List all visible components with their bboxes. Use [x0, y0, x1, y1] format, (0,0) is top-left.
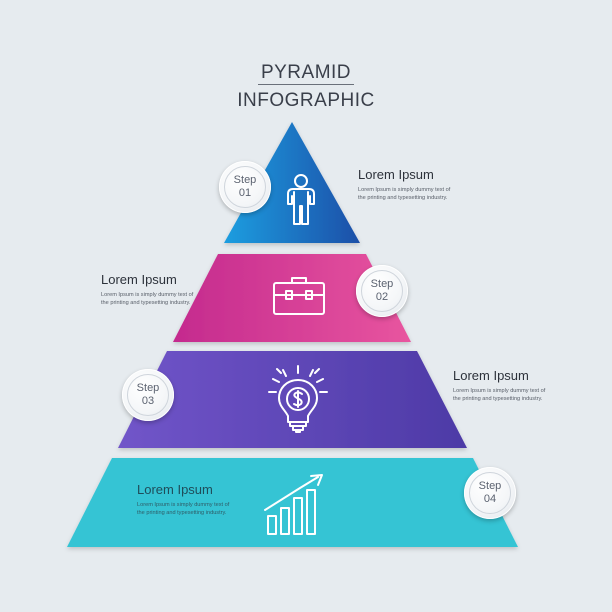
callout-4: Lorem Ipsum Lorem Ipsum is simply dummy … — [137, 482, 297, 517]
callout-3: Lorem Ipsum Lorem Ipsum is simply dummy … — [453, 368, 612, 403]
title-line-1: PYRAMID — [260, 62, 352, 83]
person-icon — [287, 174, 315, 225]
title-line-2: INFOGRAPHIC — [237, 90, 375, 111]
step-badge-2-word: Step — [370, 278, 394, 290]
step-badge-4-number: 04 — [483, 493, 497, 505]
step-badge-2: Step 02 — [356, 265, 408, 317]
step-badge-2-number: 02 — [375, 291, 389, 303]
bar-chart-growth-icon — [264, 474, 323, 535]
callout-4-heading: Lorem Ipsum — [137, 482, 213, 497]
title-divider — [258, 84, 354, 85]
step-badge-3: Step 03 — [122, 369, 174, 421]
step-badge-1: Step 01 — [219, 161, 271, 213]
step-badge-4: Step 04 — [464, 467, 516, 519]
step-badge-1-word: Step — [233, 174, 257, 186]
pyramid-tier-4 — [67, 458, 518, 547]
callout-1-heading: Lorem Ipsum — [358, 167, 434, 182]
callout-1: Lorem Ipsum Lorem Ipsum is simply dummy … — [358, 167, 518, 202]
briefcase-icon — [273, 277, 325, 315]
callout-2-body: Lorem Ipsum is simply dummy text of the … — [101, 292, 194, 306]
callout-3-body: Lorem Ipsum is simply dummy text of the … — [453, 388, 546, 402]
callout-2-heading: Lorem Ipsum — [101, 272, 177, 287]
step-badge-4-word: Step — [478, 480, 502, 492]
callout-3-heading: Lorem Ipsum — [453, 368, 529, 383]
pyramid-tier-3 — [118, 351, 467, 448]
callout-2: Lorem Ipsum Lorem Ipsum is simply dummy … — [101, 272, 261, 307]
step-badge-3-number: 03 — [141, 395, 155, 407]
step-badge-3-word: Step — [136, 382, 160, 394]
callout-4-body: Lorem Ipsum is simply dummy text of the … — [137, 502, 230, 516]
callout-1-body: Lorem Ipsum is simply dummy text of the … — [358, 187, 451, 201]
pyramid-tier-1 — [224, 122, 360, 243]
lightbulb-dollar-icon — [268, 365, 328, 433]
step-badge-1-number: 01 — [238, 187, 252, 199]
